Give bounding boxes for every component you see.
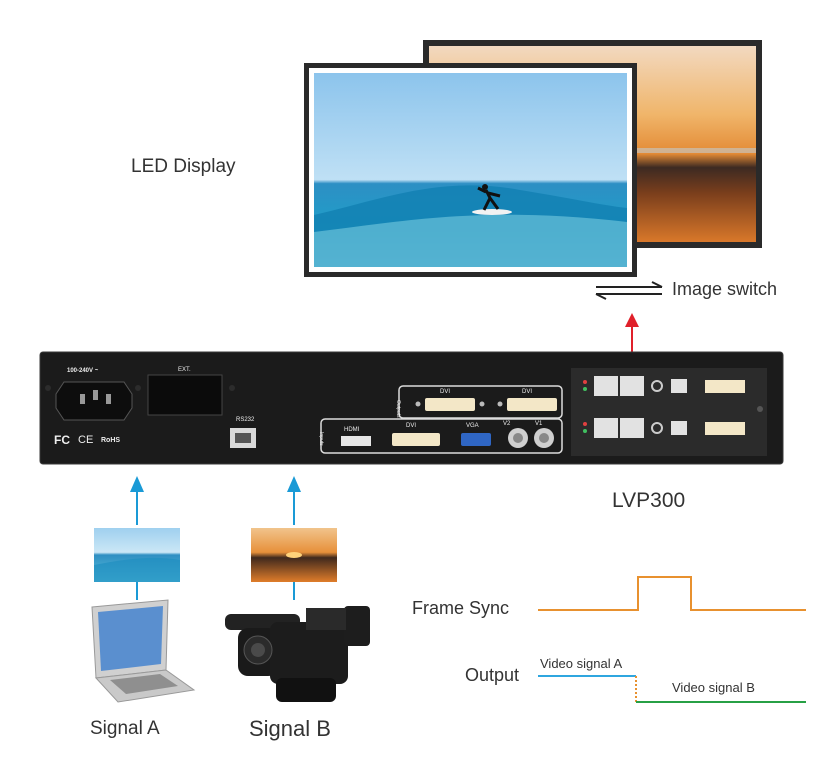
inputs-panel — [320, 418, 563, 454]
thumbnail-signal-b — [251, 528, 337, 582]
hdmi-input[interactable] — [341, 436, 371, 446]
outputs-panel — [398, 385, 563, 419]
hdmi-label: HDMI — [344, 427, 360, 433]
frame-sync-waveform — [538, 576, 806, 611]
lvp300-device — [39, 351, 784, 465]
signal-a-label: Signal A — [90, 718, 160, 739]
v1-input[interactable] — [534, 428, 554, 448]
sending-card-top — [583, 376, 745, 396]
laptop-icon — [91, 599, 196, 703]
rs232-port[interactable] — [230, 428, 256, 448]
camcorder-icon — [225, 606, 370, 702]
input-arrow-a — [130, 476, 144, 600]
ethernet-port-3[interactable] — [594, 418, 618, 438]
ce-mark: CE — [78, 434, 94, 446]
rs232-label: RS232 — [236, 417, 255, 423]
dvi-output-1-label: DVI — [440, 389, 451, 395]
usb-port-2[interactable] — [671, 421, 687, 435]
ethernet-port-2[interactable] — [620, 376, 644, 396]
ext-port[interactable] — [147, 374, 223, 416]
output-label: Output — [465, 665, 520, 685]
ethernet-port-4[interactable] — [620, 418, 644, 438]
fc-mark: FC — [54, 433, 70, 447]
ethernet-port-1[interactable] — [594, 376, 618, 396]
ext-label: EXT. — [178, 367, 191, 373]
usb-port-1[interactable] — [671, 379, 687, 393]
vga-label: VGA — [466, 423, 479, 429]
v1-label: V1 — [535, 421, 543, 427]
device-model-label: LVP300 — [612, 489, 686, 512]
power-socket[interactable] — [55, 381, 133, 421]
surfer-figure — [472, 184, 512, 215]
sending-card-area — [571, 368, 767, 456]
vga-input[interactable] — [461, 433, 491, 446]
input-arrow-b — [287, 476, 301, 600]
video-signal-a-label: Video signal A — [540, 656, 623, 671]
rohs-mark: RoHS — [101, 437, 121, 444]
sending-card-bottom — [583, 418, 745, 438]
power-label: 100-240V ~ — [67, 368, 99, 374]
v2-label: V2 — [503, 421, 511, 427]
v2-input[interactable] — [508, 428, 528, 448]
outputs-label: Outputs — [395, 400, 401, 418]
signal-b-label: Signal B — [249, 716, 331, 741]
led-screen-front — [304, 63, 637, 277]
thumbnail-signal-a — [94, 528, 180, 582]
video-signal-b-label: Video signal B — [672, 680, 755, 695]
frame-sync-label: Frame Sync — [412, 598, 510, 618]
dvi-input[interactable] — [392, 433, 440, 446]
dvi-card-port-2[interactable] — [705, 422, 745, 435]
image-switch-arrows — [595, 281, 663, 300]
dvi-card-port-1[interactable] — [705, 380, 745, 393]
dvi-output-2[interactable] — [507, 398, 557, 411]
image-switch-label: Image switch — [672, 279, 778, 299]
dvi-input-label: DVI — [406, 423, 417, 429]
inputs-label: Inputs — [318, 432, 324, 446]
led-display-label: LED Display — [131, 156, 236, 177]
dvi-output-2-label: DVI — [522, 389, 533, 395]
dvi-output-1[interactable] — [425, 398, 475, 411]
